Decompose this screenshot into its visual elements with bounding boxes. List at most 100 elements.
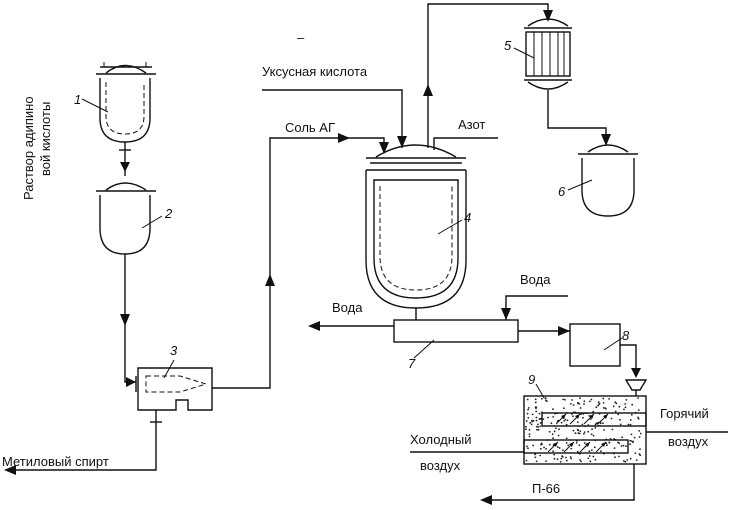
insulation-dot xyxy=(559,461,562,463)
insulation-dot xyxy=(602,397,605,400)
insulation-dot xyxy=(562,449,564,452)
insulation-dot xyxy=(557,446,559,448)
insulation-dot xyxy=(629,423,632,426)
insulation-dot xyxy=(588,400,591,403)
insulation-dot xyxy=(572,415,574,418)
insulation-dot xyxy=(551,433,554,436)
insulation-dot xyxy=(534,456,537,459)
insulation-dot xyxy=(633,436,636,439)
insulation-dot xyxy=(547,416,549,419)
insulation-dot xyxy=(544,397,547,400)
insulation-dot xyxy=(637,417,640,420)
insulation-dot xyxy=(608,441,611,444)
insulation-dot xyxy=(539,447,542,450)
insulation-dot xyxy=(538,418,541,420)
insulation-dot xyxy=(558,447,561,449)
label-water-in: Вода xyxy=(520,272,551,287)
insulation-dot xyxy=(619,423,622,426)
insulation-dot xyxy=(577,432,580,435)
insulation-dot xyxy=(570,402,572,405)
insulation-dot xyxy=(602,407,605,409)
insulation-dot xyxy=(552,437,554,440)
arrow-into-3 xyxy=(126,377,136,387)
insulation-dot xyxy=(565,423,568,426)
arrow-into-5 xyxy=(543,10,553,22)
insulation-dot xyxy=(629,457,632,460)
arrow-product-out xyxy=(480,495,492,505)
insulation-dot xyxy=(597,401,600,403)
label-adipic-acid-line1: Раствор адипино xyxy=(21,96,36,200)
insulation-dot xyxy=(574,432,577,435)
insulation-dot xyxy=(624,403,627,405)
insulation-dot xyxy=(629,439,632,442)
insulation-dot xyxy=(566,419,569,422)
insulation-dot xyxy=(578,444,581,447)
arrow-into-8 xyxy=(558,326,570,336)
insulation-dot xyxy=(635,459,638,461)
label-salt-ag: Соль АГ xyxy=(285,120,335,135)
label-water-out: Вода xyxy=(332,300,363,315)
insulation-dot xyxy=(602,422,604,424)
insulation-dot xyxy=(545,448,547,450)
insulation-dot xyxy=(557,434,560,437)
insulation-dot xyxy=(567,444,570,447)
insulation-dot xyxy=(534,453,536,456)
insulation-dot xyxy=(540,397,543,400)
insulation-dot xyxy=(590,398,593,401)
insulation-dot xyxy=(583,431,586,433)
insulation-dot xyxy=(570,447,573,450)
insulation-dot xyxy=(537,426,540,428)
insulation-dot xyxy=(553,457,556,460)
insulation-dot xyxy=(536,428,538,431)
insulation-dot xyxy=(602,402,605,404)
insulation-dot xyxy=(534,398,537,401)
feeder-funnel xyxy=(624,379,648,391)
arrow-methanol-out xyxy=(4,465,16,475)
insulation-dot xyxy=(542,418,545,420)
insulation-dot xyxy=(578,432,581,435)
insulation-dot xyxy=(637,409,640,411)
insulation-dot xyxy=(579,430,582,432)
insulation-dot xyxy=(577,402,579,405)
insulation-dot xyxy=(613,447,616,449)
insulation-dot xyxy=(626,459,629,461)
insulation-dot xyxy=(560,457,563,460)
dryer-9 xyxy=(523,395,647,465)
insulation-dot xyxy=(565,437,568,440)
insulation-dot xyxy=(552,408,554,411)
insulation-dot xyxy=(531,413,534,416)
label-hot-air-line2: воздух xyxy=(668,434,709,449)
insulation-dot xyxy=(638,430,641,432)
insulation-dot xyxy=(558,428,560,431)
insulation-dot xyxy=(526,398,529,401)
insulation-dot xyxy=(553,430,556,433)
arrow-salt-into-4 xyxy=(379,142,389,154)
insulation-dot xyxy=(597,404,599,407)
label-number-5: 5 xyxy=(504,38,512,53)
insulation-dot xyxy=(527,416,530,419)
insulation-dot xyxy=(621,436,623,439)
insulation-dot xyxy=(565,442,568,444)
insulation-dot xyxy=(535,460,538,463)
insulation-dot xyxy=(565,456,567,459)
insulation-dot xyxy=(619,418,621,421)
insulation-dot xyxy=(525,420,528,422)
insulation-dot xyxy=(572,404,575,406)
label-cold-air-line1: Холодный xyxy=(410,432,472,447)
insulation-dot xyxy=(543,446,545,449)
label-cold-air-line2: воздух xyxy=(420,458,461,473)
vessel-6 xyxy=(578,144,638,217)
insulation-dot xyxy=(594,427,597,429)
arrow-into-9 xyxy=(631,368,641,378)
insulation-dot xyxy=(563,407,565,410)
insulation-dot xyxy=(592,434,595,437)
insulation-dot xyxy=(528,407,530,409)
insulation-dot xyxy=(589,418,592,420)
insulation-dot xyxy=(550,422,553,425)
insulation-dot xyxy=(528,433,531,435)
insulation-dot xyxy=(615,402,618,405)
insulation-dot xyxy=(590,433,593,436)
arrow-water-out xyxy=(308,321,320,331)
insulation-dot xyxy=(624,460,627,463)
